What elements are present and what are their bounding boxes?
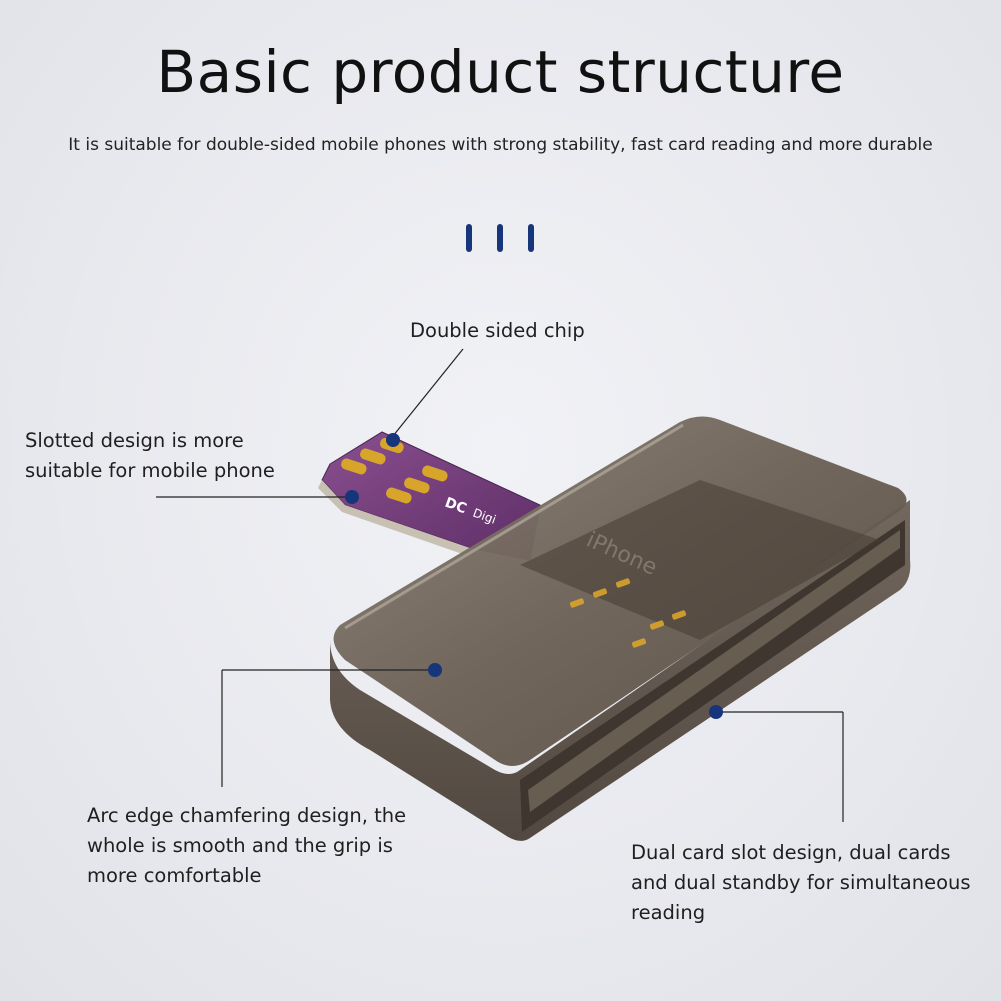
callout-dots <box>345 433 723 719</box>
callout-dot-dual <box>709 705 723 719</box>
page-subtitle: It is suitable for double-sided mobile p… <box>68 135 933 155</box>
divider-bar <box>497 224 503 252</box>
divider-bar <box>528 224 534 252</box>
callout-lines <box>156 348 844 822</box>
card-reader-case: iPhone <box>330 416 911 841</box>
callout-chip-label: Double sided chip <box>410 319 585 342</box>
sim-chip-board: DC Digi <box>318 431 541 561</box>
callout-dot-chip <box>386 433 400 447</box>
callout-dot-arc <box>428 663 442 677</box>
callout-slotted-label: Slotted design is more suitable for mobi… <box>25 429 275 482</box>
callout-dot-slotted <box>345 490 359 504</box>
chip-brand-text: DC <box>443 495 469 518</box>
callout-dual-label: Dual card slot design, dual cards and du… <box>631 841 971 924</box>
case-contacts <box>569 578 687 648</box>
decorative-divider <box>466 224 536 252</box>
page-title: Basic product structure <box>156 38 845 106</box>
callout-arc-label: Arc edge chamfering design, the whole is… <box>87 804 407 887</box>
divider-bar <box>466 224 472 252</box>
